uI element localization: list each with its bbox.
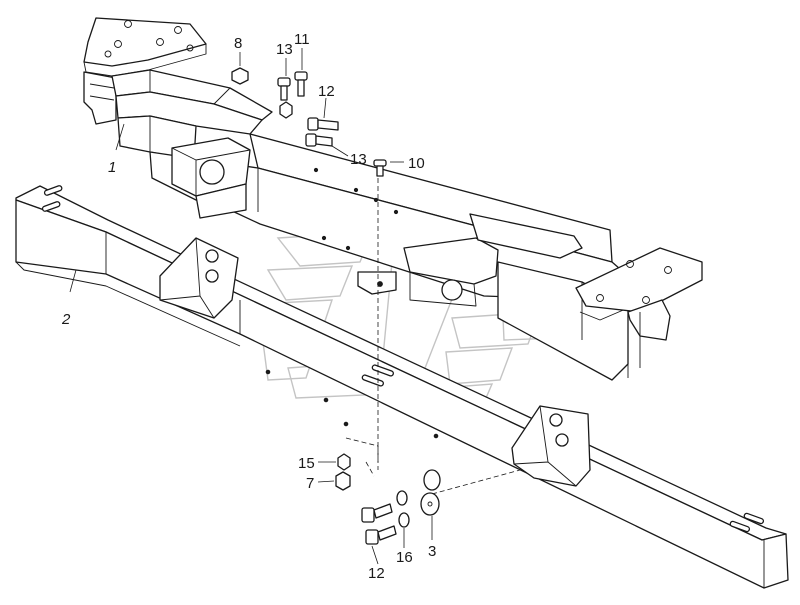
- callout-10: 10: [408, 155, 425, 172]
- bolt-icon: [294, 71, 308, 81]
- callout-8: 8: [234, 35, 242, 52]
- washer-icon: [423, 469, 441, 491]
- bolt-icon: [365, 529, 379, 545]
- upper-crossmember: [83, 17, 703, 381]
- callout-13a: 13: [276, 41, 293, 58]
- assembly-lines: [345, 178, 521, 495]
- bolt-shank: [280, 85, 288, 101]
- callout-13b: 13: [350, 151, 367, 168]
- callout-12b: 12: [368, 565, 385, 582]
- callout-11: 11: [294, 31, 310, 48]
- bolt-shank: [377, 525, 397, 541]
- callout-2: 2: [61, 311, 71, 328]
- callouts: 1 2 8 13 11 12 13 10 15 7 3 16 12: [61, 31, 436, 582]
- callout-1: 1: [108, 159, 116, 176]
- lower-bumper-beam: [15, 185, 789, 589]
- washer-icon: [420, 492, 440, 516]
- callout-15: 15: [298, 455, 315, 472]
- callout-12a: 12: [318, 83, 335, 100]
- callout-7: 7: [306, 475, 314, 492]
- callout-3: 3: [428, 543, 436, 560]
- bolt-shank: [315, 135, 333, 147]
- bolt-shank: [376, 165, 384, 177]
- bolt-shank: [317, 119, 339, 131]
- nut-icon: [337, 453, 351, 471]
- bolt-shank: [373, 503, 393, 519]
- leader-lines: [69, 48, 433, 565]
- nut-icon: [335, 471, 351, 491]
- spring-washer-icon: [398, 512, 410, 528]
- fasteners-upper: [231, 67, 387, 177]
- bolt-icon: [305, 133, 317, 147]
- callout-16: 16: [396, 549, 413, 566]
- nut-icon: [231, 67, 249, 85]
- bolt-icon: [373, 159, 387, 167]
- bolt-icon: [361, 507, 375, 523]
- bolt-icon: [277, 77, 291, 87]
- bolt-shank: [297, 79, 305, 97]
- nut-icon: [279, 101, 293, 119]
- fasteners-lower: [335, 453, 441, 545]
- bolt-icon: [307, 117, 319, 131]
- spring-washer-icon: [396, 490, 408, 506]
